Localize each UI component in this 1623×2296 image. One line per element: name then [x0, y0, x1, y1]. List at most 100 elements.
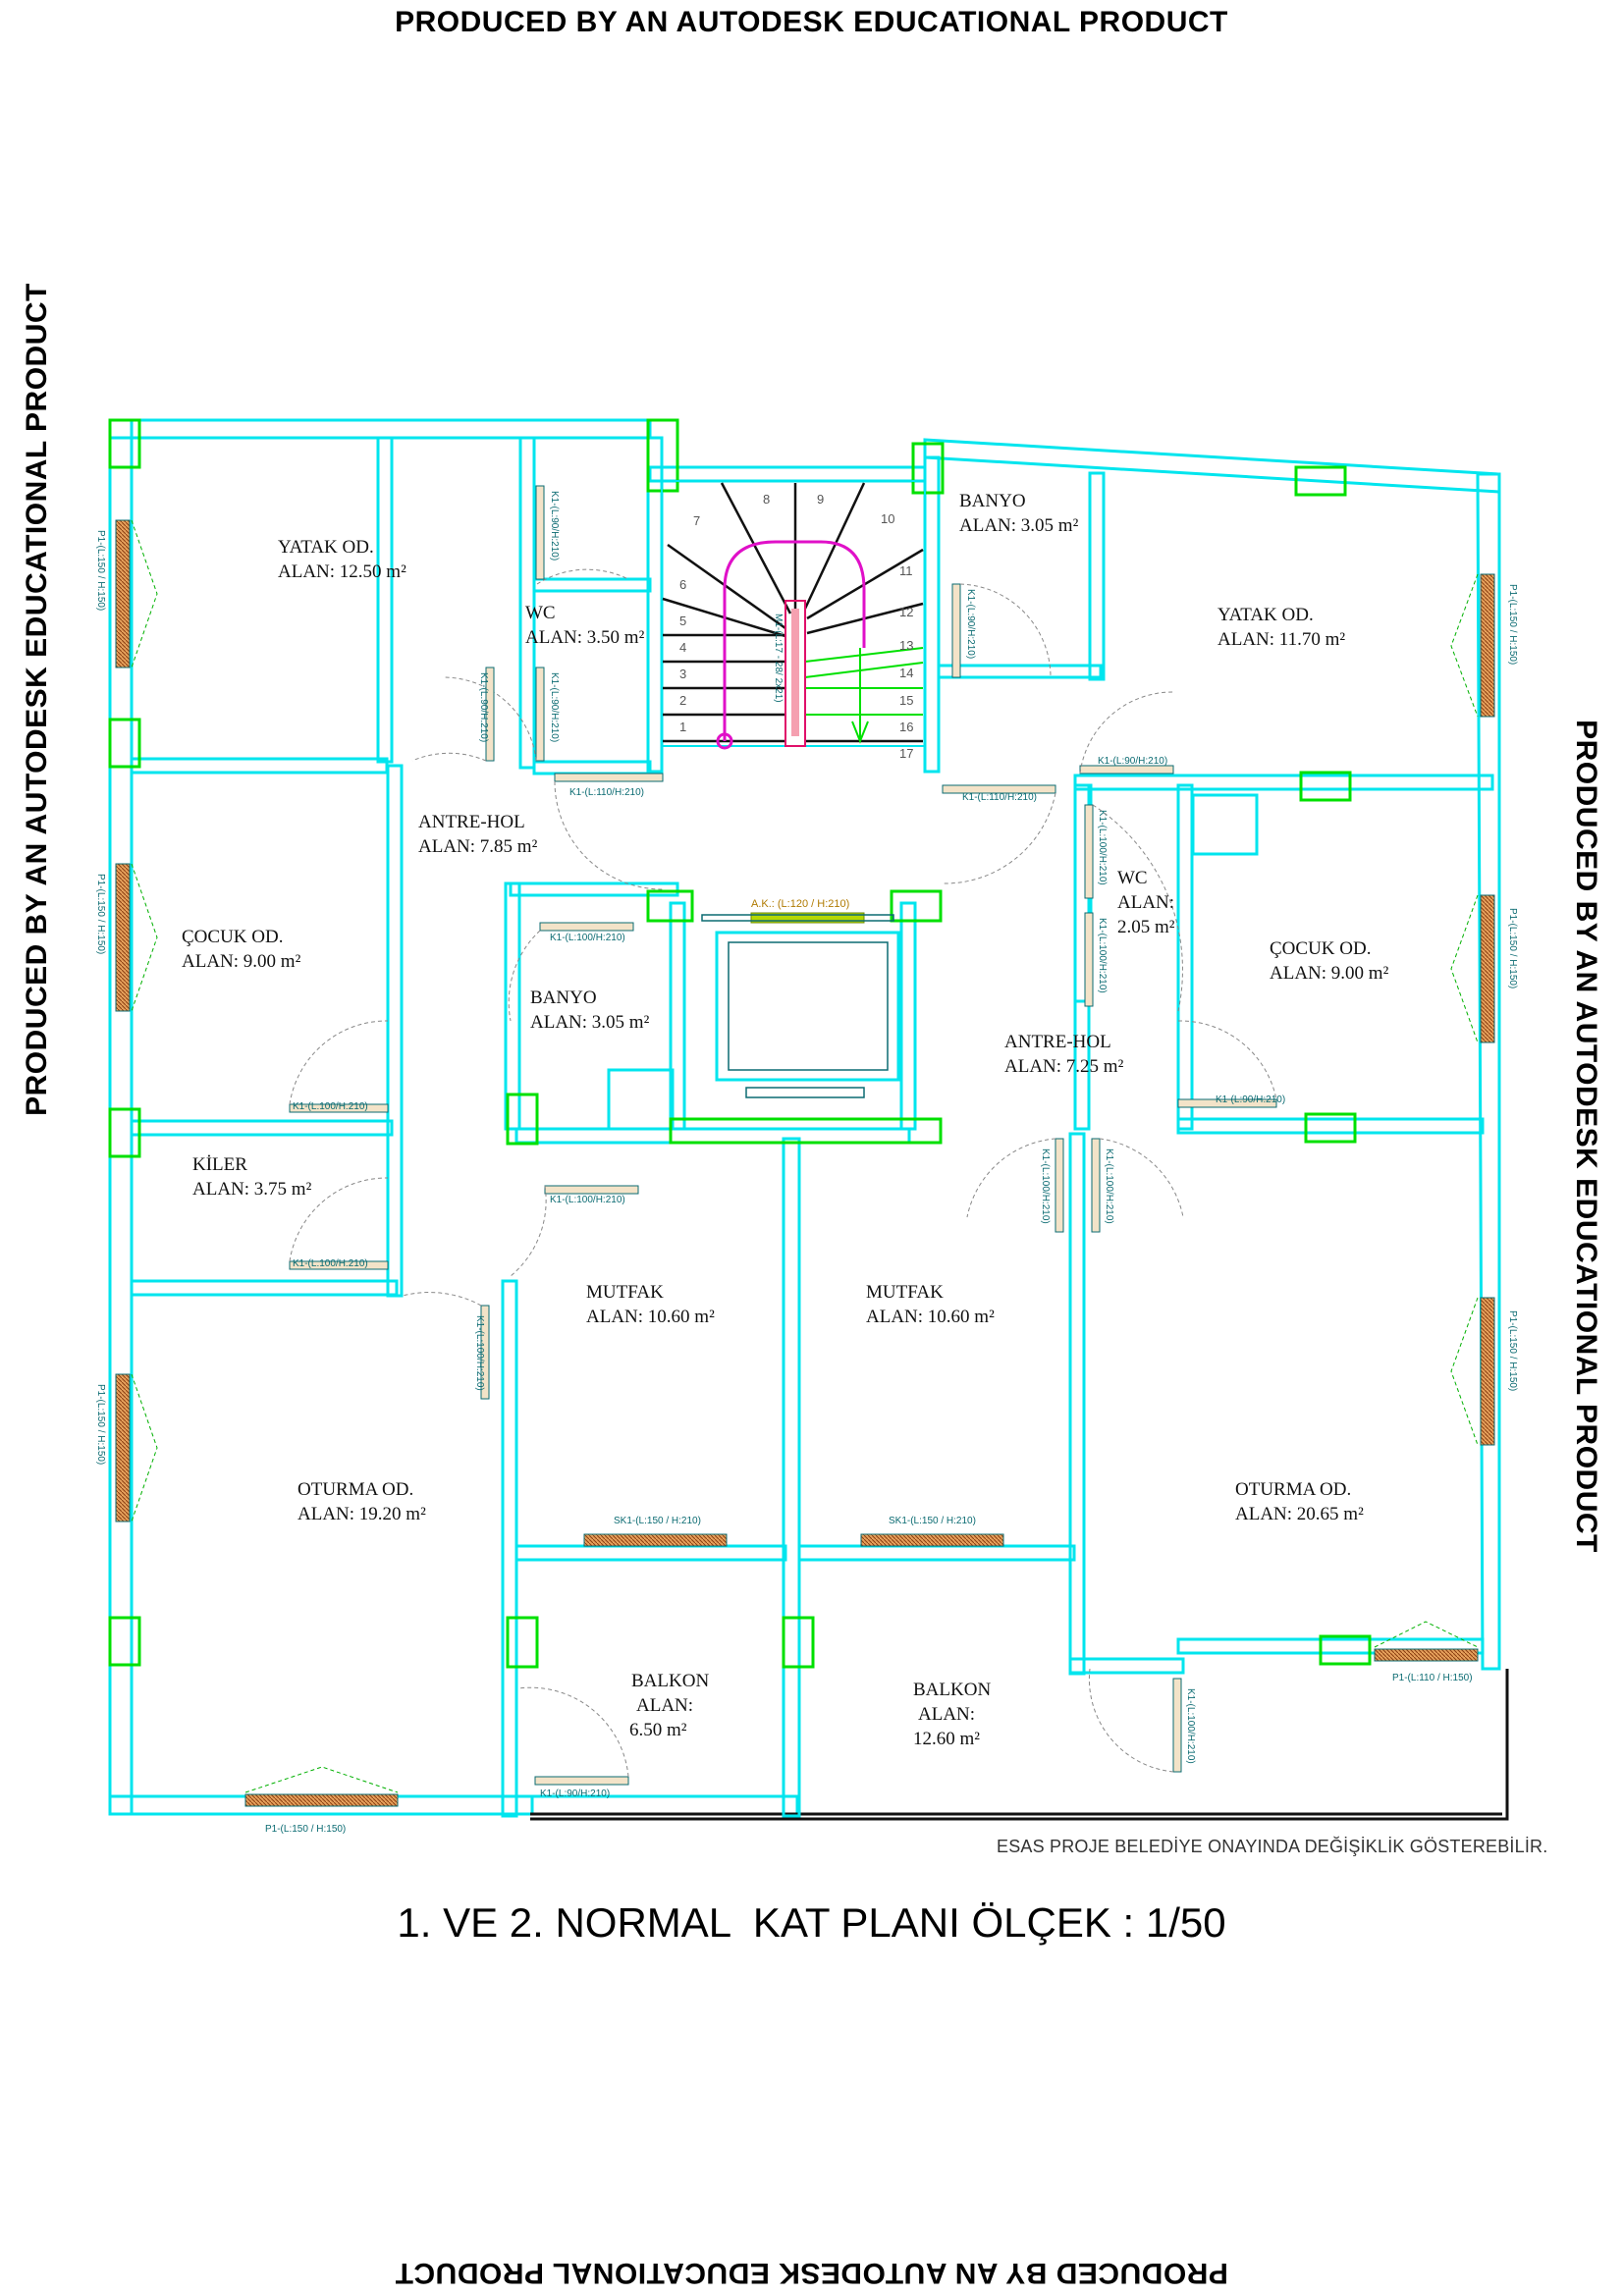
- wall-h-wc2-box: [1191, 793, 1259, 856]
- wall-h-mutfak: [514, 1127, 911, 1145]
- stair-step-number: 16: [899, 720, 913, 734]
- window-right-3: P1-(L:150 / H:150): [1450, 1297, 1518, 1446]
- svg-text:K1-(L:100/H:210): K1-(L:100/H:210): [1185, 1688, 1196, 1764]
- room-name: BANYO: [959, 491, 1026, 511]
- wall-h-banyo2-in: [607, 1068, 675, 1131]
- svg-text:K1-(L:90/H:210): K1-(L:90/H:210): [1098, 756, 1167, 767]
- wall-stair-l: [646, 436, 664, 774]
- window-right-2: P1-(L:150 / H:150): [1450, 894, 1518, 1043]
- svg-text:P1-(L:150 / H:150): P1-(L:150 / H:150): [95, 874, 106, 954]
- stair-step-number: 9: [817, 492, 824, 507]
- room-name: ANTRE-HOL: [418, 812, 525, 832]
- svg-text:K1-(L:100/H:210): K1-(L:100/H:210): [1104, 1148, 1114, 1224]
- room-name: OTURMA OD.: [298, 1479, 413, 1500]
- room-name: BALKON: [913, 1680, 991, 1700]
- svg-text:P1-(L:150 / H:150): P1-(L:150 / H:150): [95, 530, 106, 611]
- column: [890, 889, 943, 923]
- svg-text:K1-(L:100/H:210): K1-(L:100/H:210): [1097, 918, 1108, 993]
- wall-right: [1476, 472, 1501, 1671]
- wall-stair-r: [923, 455, 941, 774]
- room-area: ALAN: 3.05 m²: [530, 1012, 650, 1033]
- room-area: ALAN: 7.25 m²: [1004, 1056, 1124, 1077]
- wall-elev-r: [899, 901, 917, 1131]
- walls: [108, 418, 1509, 1821]
- column: [1319, 1634, 1372, 1666]
- wall-h-balkon2: [1068, 1657, 1185, 1675]
- columns: [108, 418, 1372, 1669]
- stair-step-number: 7: [693, 513, 700, 528]
- stair-step-number: 6: [679, 577, 686, 592]
- stair-path: [723, 540, 866, 741]
- room-area: ALAN: 3.05 m²: [959, 515, 1079, 536]
- column: [506, 1616, 539, 1669]
- stair-step-number: 10: [881, 511, 894, 526]
- wall-h-antre2: [1176, 1117, 1485, 1135]
- window-right-bottom: P1-(L:110 / H:150): [1374, 1621, 1479, 1683]
- watermark-top: PRODUCED BY AN AUTODESK EDUCATIONAL PROD…: [395, 6, 1228, 38]
- svg-text:K1-(L:100/H:210): K1-(L:100/H:210): [550, 933, 625, 943]
- column: [108, 418, 141, 469]
- room-name: YATAK OD.: [278, 537, 374, 558]
- doors: K1-(L:90/H:210) K1-(L:90/H:210) K1-(L:90…: [289, 485, 1285, 1799]
- room-area: ALAN: 12.50 m²: [278, 561, 406, 582]
- window-right-1: P1-(L:150 / H:150): [1450, 573, 1518, 718]
- wall-top-left: [108, 418, 652, 440]
- room-labels: YATAK OD. ALAN: 12.50 m² WC ALAN: 3.50 m…: [182, 491, 1389, 1749]
- stair-step-number: 17: [899, 746, 913, 761]
- room-area: 6.50 m²: [629, 1720, 687, 1740]
- stair-step-number: 14: [899, 666, 913, 680]
- elevator-door-tag: A.K.: (L:120 / H:210): [751, 898, 849, 910]
- room-name: WC: [525, 603, 556, 623]
- room-name: BANYO: [530, 988, 597, 1008]
- wall-banyo2-l: [504, 881, 521, 1131]
- svg-text:K1-(L:100/H:210): K1-(L:100/H:210): [1040, 1148, 1051, 1224]
- column: [911, 442, 945, 495]
- plan-note: ESAS PROJE BELEDİYE ONAYINDA DEĞİŞİKLİK …: [997, 1837, 1548, 1856]
- svg-text:P1-(L:150 / H:150): P1-(L:150 / H:150): [1507, 908, 1518, 988]
- column: [1294, 465, 1347, 497]
- svg-text:K1-(L:90/H:210): K1-(L:90/H:210): [540, 1789, 610, 1799]
- wall-h-wc2: [532, 760, 652, 775]
- svg-text:SK1-(L:150 / H:210): SK1-(L:150 / H:210): [889, 1516, 976, 1526]
- wall-h-yatak2: [1073, 774, 1494, 791]
- wall-h-wc: [532, 577, 652, 593]
- column: [108, 1616, 141, 1667]
- room-area: ALAN: 11.70 m²: [1217, 629, 1345, 650]
- wall-wc-v: [518, 436, 536, 770]
- stair-step-number: 4: [679, 640, 686, 655]
- room-area: ALAN: 7.85 m²: [418, 836, 538, 857]
- wall-l3: [501, 1279, 518, 1818]
- room-name: KİLER: [192, 1154, 247, 1175]
- room-area: ALAN: 20.65 m²: [1235, 1504, 1364, 1524]
- stair-step-number: 5: [679, 614, 686, 628]
- svg-text:K1-(L:90/H:210): K1-(L:90/H:210): [549, 672, 560, 742]
- room-area: ALAN:: [636, 1695, 693, 1716]
- room-name: ÇOCUK OD.: [182, 927, 283, 947]
- svg-text:K1-(L:90/H:210): K1-(L:90/H:210): [965, 589, 976, 659]
- balcony-door-1: SK1-(L:150 / H:210): [583, 1516, 728, 1547]
- wall-top-mid: [648, 465, 927, 483]
- wall-h-kiler: [130, 1279, 399, 1297]
- svg-text:K1-(L:90/H:210): K1-(L:90/H:210): [478, 672, 489, 742]
- elevator: A.K.: (L:120 / H:210): [701, 898, 900, 1098]
- room-area: ALAN: 9.00 m²: [1270, 963, 1389, 984]
- column: [1299, 771, 1352, 802]
- room-name: OTURMA OD.: [1235, 1479, 1351, 1500]
- svg-text:K1-(L:100/H:210): K1-(L:100/H:210): [550, 1195, 625, 1205]
- room-name: ÇOCUK OD.: [1270, 938, 1371, 959]
- room-area: 2.05 m²: [1117, 917, 1175, 937]
- stair-step-number: 13: [899, 638, 913, 653]
- room-name: MUTFAK: [866, 1282, 944, 1303]
- wall-h-banyo2: [509, 881, 679, 897]
- stair-core: [784, 600, 806, 747]
- room-area: ALAN: 10.60 m²: [586, 1307, 715, 1327]
- svg-text:P1-(L:110 / H:150): P1-(L:110 / H:150): [1392, 1673, 1473, 1683]
- room-name: MUTFAK: [586, 1282, 664, 1303]
- stair-step-number: 12: [899, 605, 913, 619]
- column: [108, 1107, 141, 1158]
- stair-step-number: 3: [679, 667, 686, 681]
- column: [1304, 1112, 1357, 1144]
- column: [669, 1117, 943, 1145]
- wall-cocuk2-l: [1176, 783, 1194, 1131]
